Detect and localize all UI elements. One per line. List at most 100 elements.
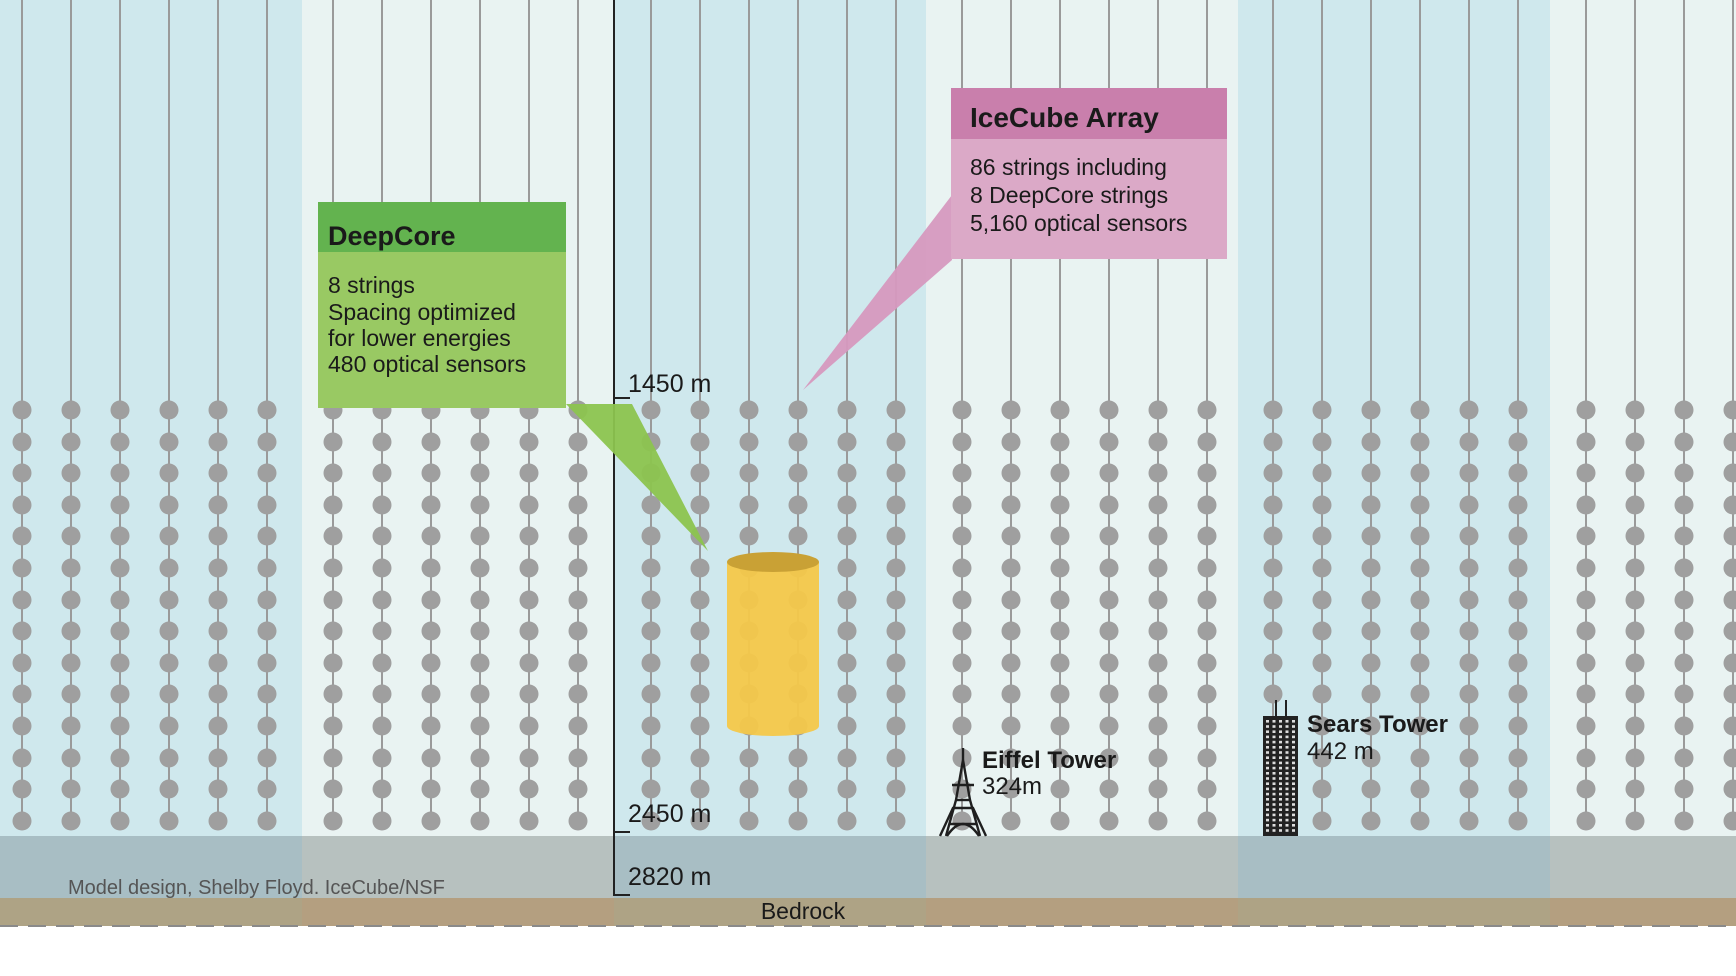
optical-sensor: [1674, 400, 1694, 420]
optical-sensor: [519, 684, 539, 704]
window: [1266, 756, 1269, 759]
window: [1285, 792, 1289, 796]
optical-sensor: [372, 432, 392, 452]
optical-sensor: [641, 811, 661, 831]
optical-sensor: [519, 811, 539, 831]
optical-sensor: [1099, 526, 1119, 546]
optical-sensor: [568, 779, 588, 799]
optical-sensor: [1459, 748, 1479, 768]
optical-sensor: [1197, 495, 1217, 515]
optical-sensor: [886, 526, 906, 546]
optical-sensor: [1050, 432, 1070, 452]
optical-sensor: [1001, 400, 1021, 420]
window: [1292, 803, 1295, 806]
optical-sensor: [257, 621, 277, 641]
optical-sensor: [886, 495, 906, 515]
window: [1279, 740, 1282, 744]
optical-sensor: [208, 748, 228, 768]
optical-sensor: [1459, 463, 1479, 483]
optical-sensor: [837, 558, 857, 578]
optical-sensor: [886, 463, 906, 483]
optical-sensor: [1263, 463, 1283, 483]
ice-band: [1550, 0, 1736, 836]
optical-sensor: [1197, 779, 1217, 799]
optical-sensor: [1148, 779, 1168, 799]
optical-sensor: [690, 463, 710, 483]
window: [1272, 798, 1276, 801]
optical-sensor: [1312, 811, 1332, 831]
optical-sensor: [470, 748, 490, 768]
deep-ice-band: [302, 836, 614, 898]
ice-band: [1238, 0, 1550, 836]
icecube-line-2: 8 DeepCore strings: [970, 182, 1168, 208]
optical-sensor: [1099, 653, 1119, 673]
optical-sensor: [1361, 495, 1381, 515]
window: [1272, 772, 1276, 775]
optical-sensor: [1674, 684, 1694, 704]
optical-sensor: [690, 748, 710, 768]
optical-sensor: [641, 400, 661, 420]
window: [1266, 803, 1269, 806]
optical-sensor: [1001, 590, 1021, 610]
optical-sensor: [788, 432, 808, 452]
optical-sensor: [110, 716, 130, 736]
window: [1266, 751, 1269, 754]
optical-sensor: [1459, 432, 1479, 452]
optical-sensor: [1459, 526, 1479, 546]
optical-sensor: [323, 558, 343, 578]
optical-sensor: [1263, 558, 1283, 578]
optical-sensor: [519, 495, 539, 515]
optical-sensor: [1263, 684, 1283, 704]
window: [1266, 735, 1269, 739]
window: [1279, 766, 1282, 770]
window: [1272, 756, 1276, 759]
optical-sensor: [1099, 684, 1119, 704]
window: [1279, 751, 1282, 754]
optical-sensor: [1459, 653, 1479, 673]
optical-sensor: [1674, 432, 1694, 452]
optical-sensor: [208, 400, 228, 420]
optical-sensor: [1625, 748, 1645, 768]
optical-sensor: [1674, 779, 1694, 799]
optical-sensor: [372, 779, 392, 799]
optical-sensor: [1508, 558, 1528, 578]
optical-sensor: [886, 748, 906, 768]
icecube-line-3: 5,160 optical sensors: [970, 210, 1187, 236]
optical-sensor: [208, 463, 228, 483]
window: [1266, 824, 1269, 827]
optical-sensor: [952, 716, 972, 736]
bedrock-band: [302, 898, 614, 926]
window: [1266, 787, 1269, 791]
optical-sensor: [1361, 526, 1381, 546]
deepcore-callout: DeepCore 8 strings Spacing optimized for…: [318, 202, 708, 551]
optical-sensor: [1361, 684, 1381, 704]
optical-sensor: [519, 558, 539, 578]
optical-sensor: [568, 716, 588, 736]
window: [1279, 798, 1282, 801]
optical-sensor: [837, 811, 857, 831]
deepcore-line-2: Spacing optimized: [328, 299, 516, 325]
window: [1285, 777, 1289, 780]
optical-sensor: [323, 811, 343, 831]
window: [1279, 730, 1282, 733]
optical-sensor: [12, 400, 32, 420]
optical-sensor: [568, 463, 588, 483]
optical-sensor: [886, 684, 906, 704]
optical-sensor: [1099, 590, 1119, 610]
optical-sensor: [1625, 495, 1645, 515]
optical-sensor: [1723, 463, 1736, 483]
optical-sensor: [1576, 590, 1596, 610]
optical-sensor: [61, 811, 81, 831]
window: [1279, 824, 1282, 827]
window: [1285, 782, 1289, 785]
optical-sensor: [110, 590, 130, 610]
optical-sensor: [837, 400, 857, 420]
optical-sensor: [1099, 400, 1119, 420]
optical-sensor: [1576, 748, 1596, 768]
optical-sensor: [1723, 653, 1736, 673]
optical-sensor: [837, 526, 857, 546]
optical-sensor: [61, 526, 81, 546]
optical-sensor: [1410, 495, 1430, 515]
optical-sensor: [159, 558, 179, 578]
bedrock-band: [1238, 898, 1550, 926]
